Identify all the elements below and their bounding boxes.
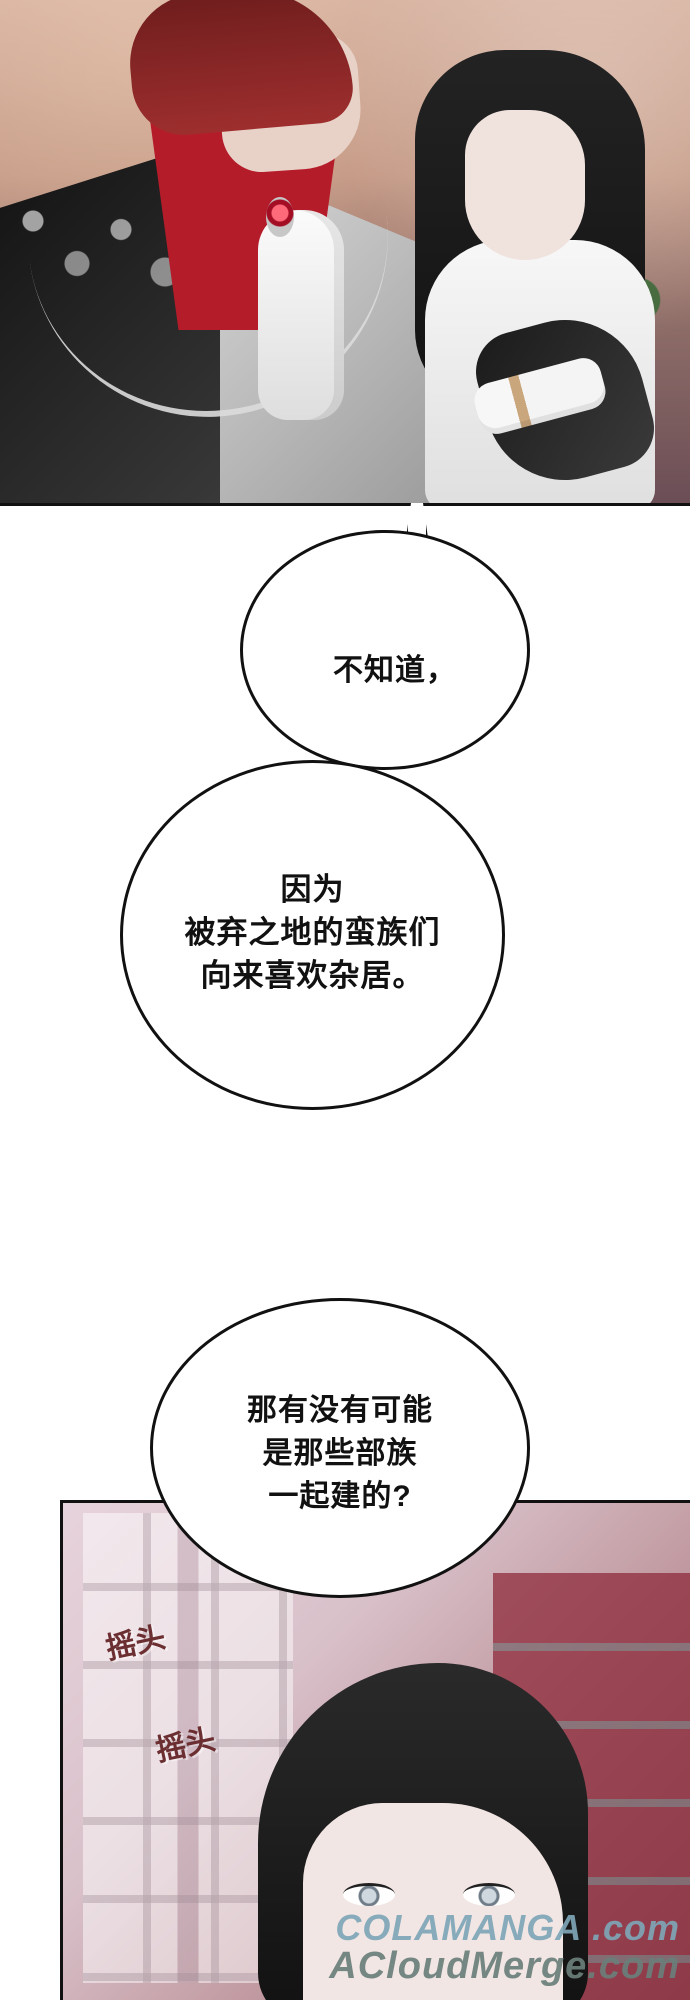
speech-bubble-2-line: 向来喜欢杂居。 xyxy=(200,958,425,993)
speech-bubble-1: 不知道， xyxy=(240,530,530,770)
left-eye-icon xyxy=(343,1883,395,1906)
watermark: COLAMANGA .com ACloudMerge.com xyxy=(260,1907,680,1988)
speech-bubble-3-line: 是那些部族 xyxy=(262,1437,418,1470)
female-character-bottom xyxy=(248,1663,648,2000)
brooch-icon xyxy=(266,197,294,237)
speech-bubble-2: 因为 被弃之地的蛮族们 向来喜欢杂居。 xyxy=(120,760,505,1110)
watermark-line-2: ACloudMerge.com xyxy=(329,1945,680,1987)
speech-bubble-3-text: 那有没有可能 是那些部族 一起建的? xyxy=(153,1389,527,1518)
female-character-top xyxy=(405,50,690,503)
male-character xyxy=(0,0,430,503)
female-face-bottom xyxy=(303,1803,563,2000)
speech-bubble-2-text: 因为 被弃之地的蛮族们 向来喜欢杂居。 xyxy=(123,868,502,997)
top-comic-panel xyxy=(0,0,690,506)
female-face xyxy=(465,110,585,260)
speech-bubble-2-line: 因为 xyxy=(280,872,345,907)
speech-bubble-3: 那有没有可能 是那些部族 一起建的? xyxy=(150,1298,530,1598)
right-eye-icon xyxy=(463,1883,515,1906)
male-cravat xyxy=(258,210,344,420)
speech-bubble-2-line: 被弃之地的蛮族们 xyxy=(184,915,441,950)
speech-bubble-3-line: 那有没有可能 xyxy=(247,1394,433,1427)
speech-bubble-1-text: 不知道， xyxy=(333,654,457,687)
speech-bubble-3-line: 一起建的? xyxy=(268,1480,412,1513)
male-red-hair xyxy=(124,0,356,140)
watermark-line-1: COLAMANGA .com xyxy=(335,1907,680,1948)
